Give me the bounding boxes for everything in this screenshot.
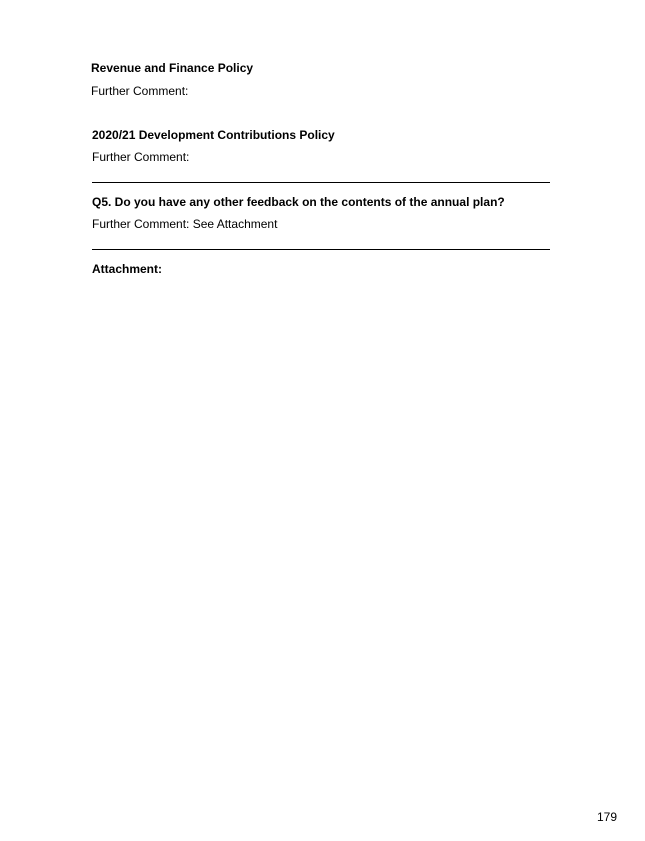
section-heading-q5: Q5. Do you have any other feedback on th… (92, 195, 505, 209)
section-divider (92, 182, 550, 183)
section-comment-q5: Further Comment: See Attachment (92, 217, 278, 231)
section-divider (92, 249, 550, 250)
section-heading-revenue-finance: Revenue and Finance Policy (91, 61, 254, 75)
page-number: 179 (596, 810, 617, 824)
attachment-heading: Attachment: (92, 262, 163, 276)
section-heading-development-contributions: 2020/21 Development Contributions Policy (92, 128, 335, 142)
section-comment-revenue-finance: Further Comment: (91, 84, 189, 98)
section-comment-development-contributions: Further Comment: (92, 150, 190, 164)
